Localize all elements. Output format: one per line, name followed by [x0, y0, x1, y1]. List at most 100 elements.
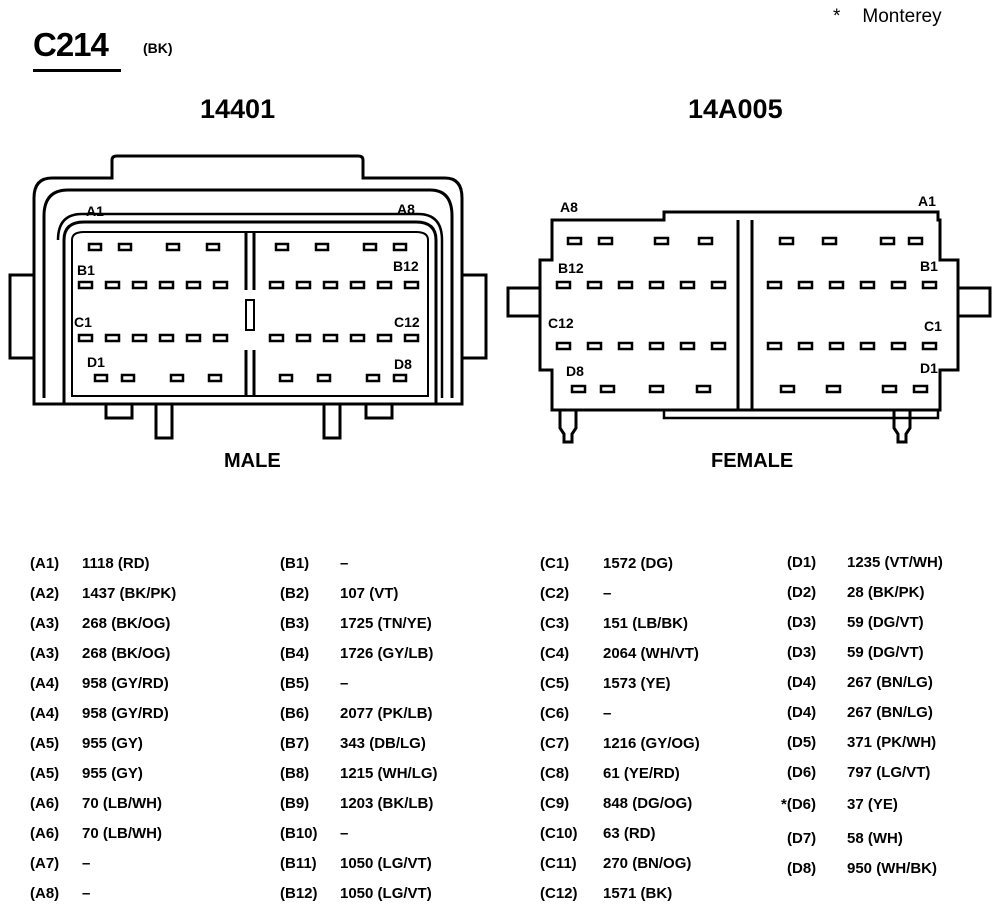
pin-circuit: 1725 (TN/YE): [340, 615, 432, 632]
pin-circuit: 61 (YE/RD): [603, 765, 680, 782]
female-label-d-right: D1: [920, 360, 938, 376]
pin-circuit: 1572 (DG): [603, 555, 674, 572]
pin-id: (C7): [540, 735, 570, 752]
connector-title: C214: [33, 26, 109, 63]
male-label-c-left: C1: [74, 314, 92, 330]
pin-id: (A4): [30, 675, 60, 692]
pin-circuit: 268 (BK/OG): [82, 645, 171, 662]
pin-circuit: 950 (WH/BK): [847, 860, 938, 877]
pin-id: (A2): [30, 585, 60, 602]
female-label-a-left: A8: [560, 199, 578, 215]
pin-id: (C12): [540, 885, 578, 902]
pin-id: (A4): [30, 705, 60, 722]
pin-circuit: –: [340, 825, 349, 842]
pin-id: (C3): [540, 615, 570, 632]
female-label-a-right: A1: [918, 193, 936, 209]
pin-circuit: 268 (BK/OG): [82, 615, 171, 632]
pin-id: (C10): [540, 825, 578, 842]
pin-circuit: 1203 (BK/LB): [340, 795, 434, 812]
pin-id: (D6): [787, 764, 817, 781]
pin-circuit: 1050 (LG/VT): [340, 885, 432, 902]
pin-circuit: 955 (GY): [82, 765, 143, 782]
pin-circuit: 958 (GY/RD): [82, 675, 169, 692]
male-label-a-left: A1: [86, 203, 104, 219]
pin-circuit: 1050 (LG/VT): [340, 855, 432, 872]
note-marker: *: [833, 6, 841, 27]
pin-id: (D3): [787, 644, 817, 661]
pin-circuit: 270 (BN/OG): [603, 855, 692, 872]
title-underline: [33, 69, 121, 72]
pin-circuit: –: [82, 855, 91, 872]
female-label-d-left: D8: [566, 363, 584, 379]
male-pin-body: [62, 220, 438, 406]
pin-id: (C2): [540, 585, 570, 602]
pin-circuit: 37 (YE): [847, 796, 898, 813]
pin-circuit: 1215 (WH/LG): [340, 765, 438, 782]
pin-circuit: –: [340, 675, 349, 692]
pin-id: (A5): [30, 735, 60, 752]
pin-id: (B6): [280, 705, 310, 722]
male-label-d-left: D1: [87, 354, 105, 370]
male-cavities: [77, 242, 420, 383]
pin-id: (B7): [280, 735, 310, 752]
pin-circuit: 371 (PK/WH): [847, 734, 937, 751]
pin-id: (A1): [30, 555, 60, 572]
pin-id: (C9): [540, 795, 570, 812]
pin-id: (D4): [787, 674, 817, 691]
male-label-a-right: A8: [397, 201, 415, 217]
pin-id: (B3): [280, 615, 310, 632]
female-body: [538, 210, 960, 412]
pin-id: (C1): [540, 555, 570, 572]
female-label-b-right: B1: [920, 258, 938, 274]
pin-id: (A6): [30, 825, 60, 842]
male-part-number: 14401: [200, 94, 276, 124]
pin-id: (C5): [540, 675, 570, 692]
pin-circuit: 2064 (WH/VT): [603, 645, 699, 662]
pin-circuit: 107 (VT): [340, 585, 399, 602]
male-right-ear: [460, 273, 488, 360]
pin-circuit: 848 (DG/OG): [603, 795, 693, 812]
pin-id: (D3): [787, 614, 817, 631]
pin-circuit: 1726 (GY/LB): [340, 645, 434, 662]
pin-circuit: 70 (LB/WH): [82, 795, 162, 812]
pin-circuit: –: [340, 555, 349, 572]
pin-id: (A3): [30, 645, 60, 662]
pin-circuit: 1216 (GY/OG): [603, 735, 700, 752]
pin-id: (C11): [540, 855, 577, 872]
male-label-b-left: B1: [77, 262, 95, 278]
model-note: * Monterey: [833, 6, 942, 28]
male-outer-shroud: [32, 154, 464, 406]
male-bottom-tabs: [104, 404, 394, 440]
male-label: MALE: [224, 450, 281, 472]
pin-id: (D1): [787, 554, 817, 571]
pin-circuit: 343 (DB/LG): [340, 735, 426, 752]
female-bottom-pins: [558, 410, 912, 444]
pin-circuit: 1118 (RD): [82, 555, 150, 572]
pin-id: (B5): [280, 675, 310, 692]
pin-circuit: 58 (WH): [847, 830, 903, 847]
pin-id: (C8): [540, 765, 570, 782]
pin-circuit: 151 (LB/BK): [603, 615, 689, 632]
note-text: Monterey: [862, 6, 942, 27]
male-inner-shroud: [42, 188, 454, 398]
pin-id: (B2): [280, 585, 310, 602]
male-label-b-right: B12: [393, 258, 419, 274]
pin-circuit: 958 (GY/RD): [82, 705, 169, 722]
pin-circuit: –: [82, 885, 91, 902]
female-label-c-right: C1: [924, 318, 942, 334]
female-right-stud: [956, 286, 992, 318]
male-label-d-right: D8: [394, 356, 412, 372]
connector-color: (BK): [143, 40, 173, 56]
pin-id: (B12): [280, 885, 318, 902]
pin-circuit: –: [603, 585, 612, 602]
pin-id: (B4): [280, 645, 310, 662]
female-cavities: [555, 236, 938, 394]
pin-id: (B10): [280, 825, 318, 842]
pin-id: (B9): [280, 795, 310, 812]
male-connector-diagram: A1 A8 B1 B12 C1 C12 D1 D8: [8, 154, 488, 440]
female-label: FEMALE: [711, 450, 794, 472]
pin-id: (D4): [787, 704, 817, 721]
pin-id: (A5): [30, 765, 60, 782]
pin-circuit: 267 (BN/LG): [847, 704, 933, 721]
pin-circuit: 2077 (PK/LB): [340, 705, 433, 722]
